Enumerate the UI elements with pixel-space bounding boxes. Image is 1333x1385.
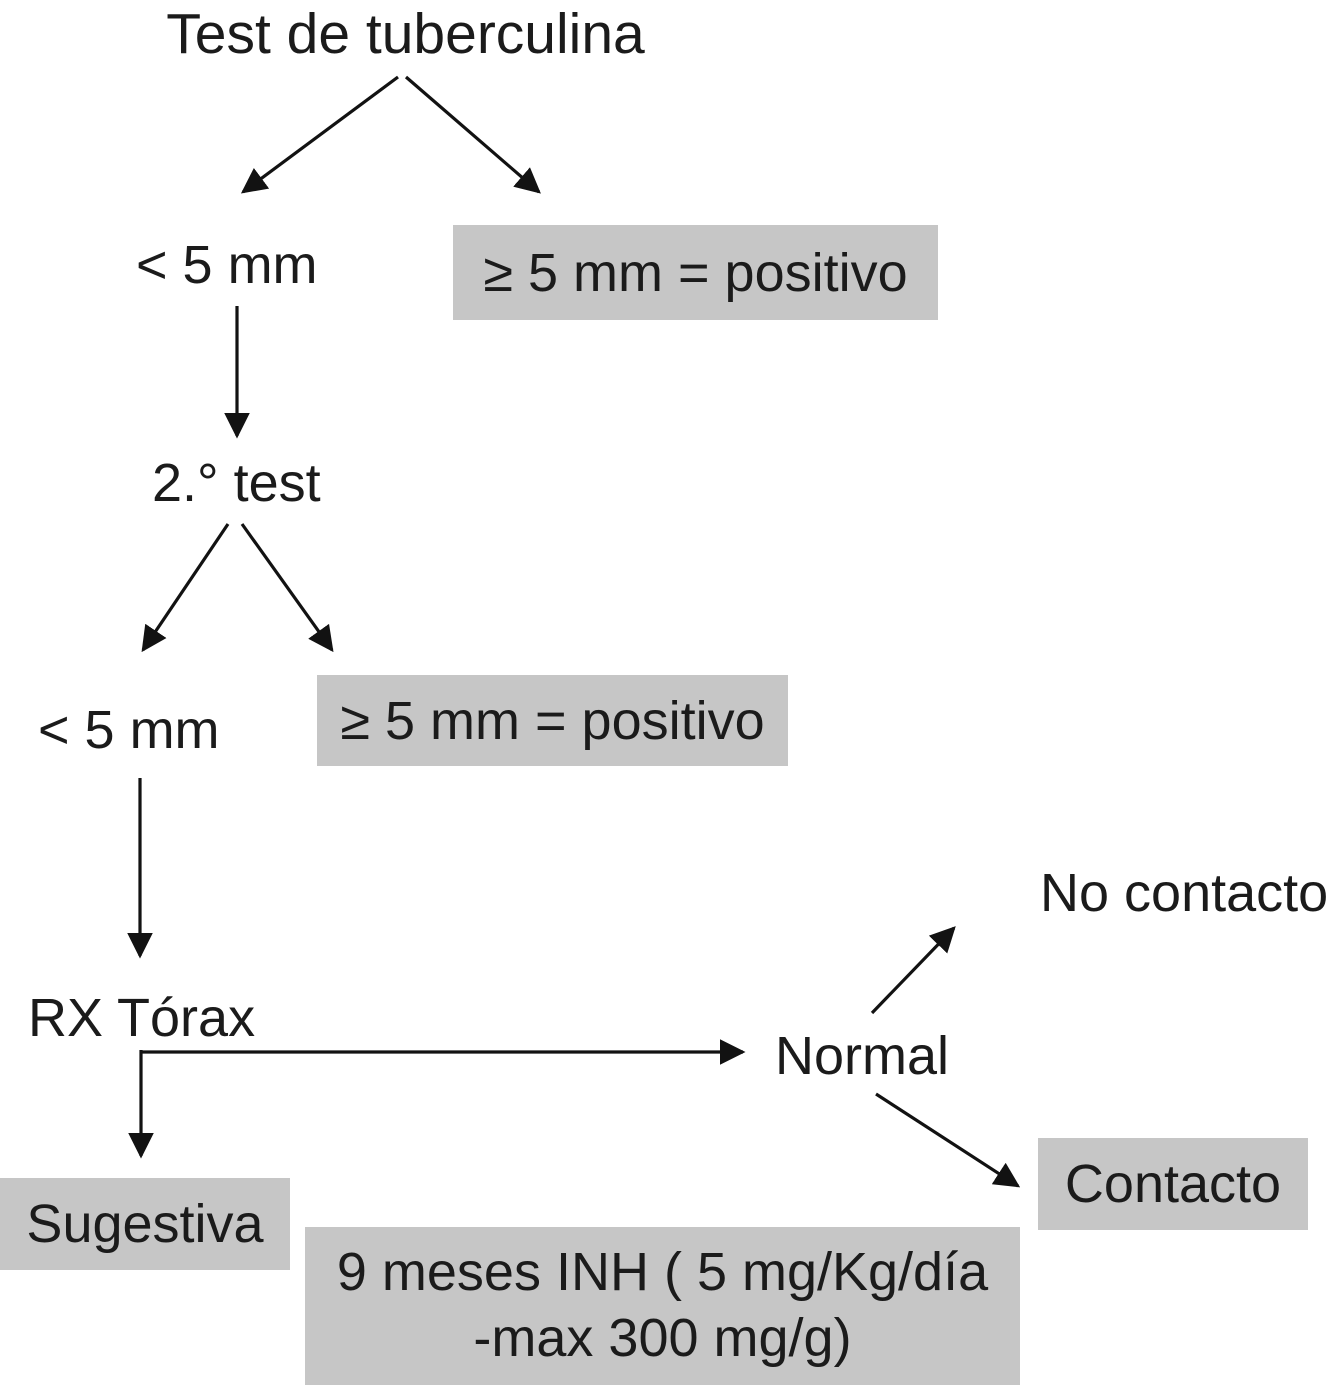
box-sugestiva-label: Sugestiva: [26, 1194, 264, 1254]
node-lt5mm-1: < 5 mm: [136, 235, 318, 295]
arrow-title-to-ge5mm-1: [404, 75, 541, 194]
node-no-contacto: No contacto: [1040, 863, 1329, 923]
box-ge5mm-2: ≥ 5 mm = positivo: [317, 675, 788, 766]
box-inh-treatment-line1: 9 meses INH ( 5 mg/Kg/día: [336, 1242, 989, 1303]
arrow-normal-to-no-contacto: [870, 926, 956, 1015]
box-ge5mm-1: ≥ 5 mm = positivo: [453, 225, 938, 320]
node-rx-torax: RX Tórax: [28, 988, 256, 1048]
node-test-tuberculina: Test de tuberculina: [166, 2, 645, 66]
box-contacto: Contacto: [1038, 1138, 1308, 1230]
arrow-second-test-to-lt5mm-2: [141, 523, 230, 653]
arrow-normal-to-contacto: [875, 1092, 1021, 1188]
arrow-title-to-lt5mm-1: [240, 75, 399, 194]
box-ge5mm-1-label: ≥ 5 mm = positivo: [483, 242, 908, 303]
box-inh-treatment-line2: -max 300 mg/g): [473, 1308, 852, 1368]
node-normal: Normal: [775, 1026, 950, 1086]
box-ge5mm-2-label: ≥ 5 mm = positivo: [340, 690, 765, 751]
box-sugestiva: Sugestiva: [0, 1178, 290, 1270]
box-contacto-label: Contacto: [1064, 1154, 1282, 1214]
node-second-test: 2.° test: [152, 453, 321, 513]
arrow-second-test-to-ge5mm-2: [240, 523, 334, 653]
node-lt5mm-2: < 5 mm: [38, 700, 220, 760]
box-inh-treatment: 9 meses INH ( 5 mg/Kg/día -max 300 mg/g): [305, 1227, 1020, 1385]
